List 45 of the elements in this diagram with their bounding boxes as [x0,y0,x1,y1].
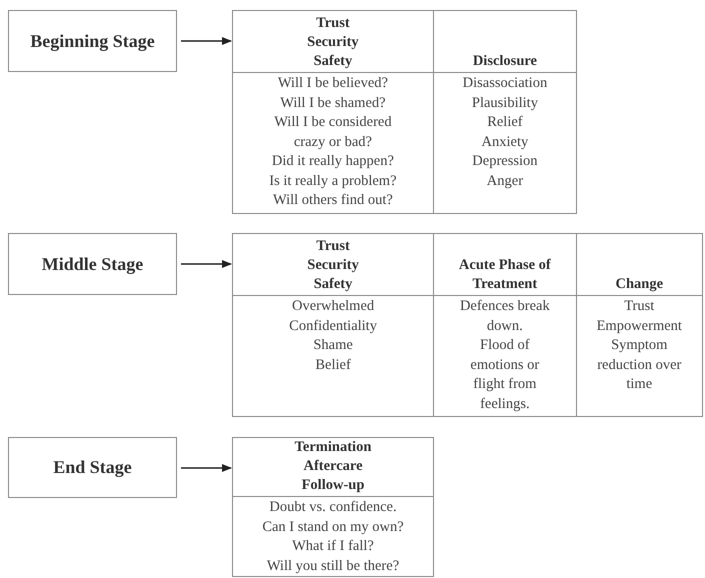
list-item: Will I be considered crazy or bad? [273,113,393,152]
arrow [181,37,232,45]
list-item: Depression [472,152,538,171]
column-heading: Trust Security Safety [306,14,360,71]
list-item: Did it really happen? [272,152,394,171]
list-item: Empowerment [596,316,682,336]
list-item: Confidentiality [289,316,377,336]
table-box [232,233,703,417]
list-item: Doubt vs. confidence. [269,498,397,517]
list-item: Flood of emotions or flight from feelings. [469,336,540,414]
table-column [233,11,434,213]
column-heading: Termination Aftercare Follow-up [294,438,372,495]
list-item: Shame [313,336,353,355]
list-item: Anxiety [482,132,528,152]
table-column [233,234,434,416]
list-item: What if I fall? [292,537,374,556]
stage-label: Middle Stage [42,254,144,274]
stage-box [8,233,177,295]
list-item: Disassociation [462,74,548,93]
column-heading: Disclosure [472,52,537,71]
column-heading: Trust Security Safety [306,237,360,294]
stage-box [8,10,177,72]
list-item: Overwhelmed [292,297,374,316]
list-item: Will I be shamed? [280,94,386,112]
stage-box [8,437,177,498]
column-heading: Change [615,275,664,294]
table-box [232,10,577,214]
list-item: Belief [315,356,351,374]
stage-label: Beginning Stage [30,30,155,52]
arrow [181,464,232,472]
list-item: Relief [487,113,523,132]
list-item: Trust [624,297,654,316]
list-item: Can I stand on my own? [262,518,404,536]
stage-label: End Stage [53,457,132,478]
list-item: Will I be believed? [278,74,388,93]
list-item: Will others find out? [272,191,393,210]
column-heading: Acute Phase of Treatment [458,256,552,294]
list-item: Symptom reduction over time [596,336,682,394]
table-column [434,234,577,416]
list-item: Anger [486,172,524,190]
list-item: Will you still be there? [266,556,400,576]
list-item: Plausibility [472,94,538,112]
arrow [181,260,232,268]
list-item: Defences break down. [458,297,551,336]
list-item: Is it really a problem? [269,172,397,190]
